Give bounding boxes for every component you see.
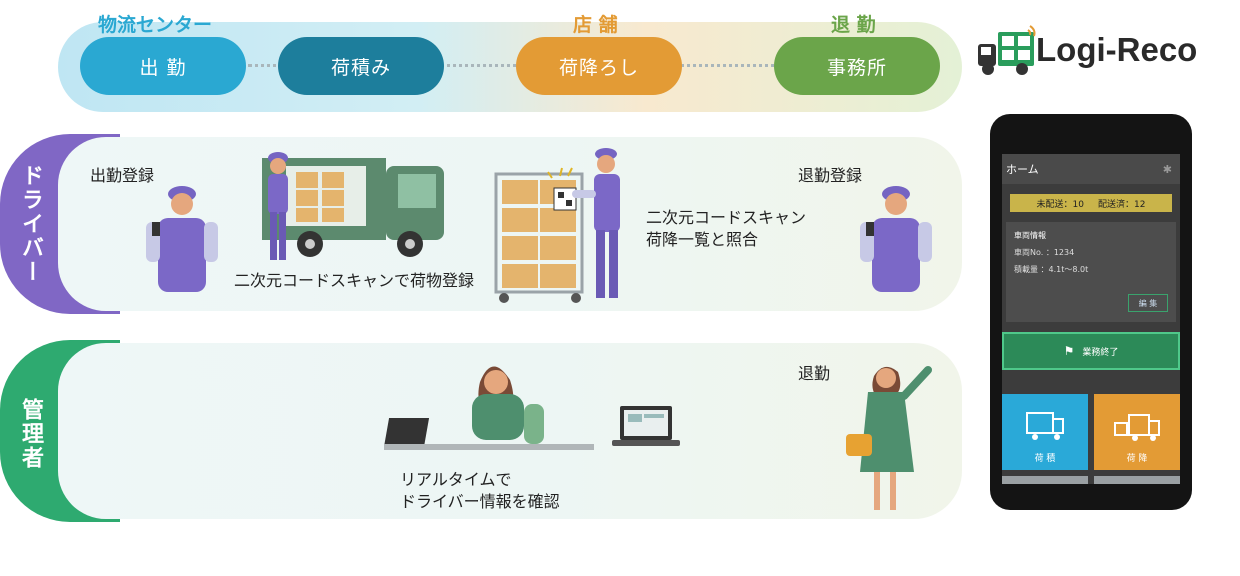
- step-clock-in: 出 勤: [80, 37, 246, 95]
- laptop-icon: [612, 406, 680, 446]
- driver-clock-out-label: 退勤登録: [798, 166, 863, 185]
- step-label: 荷降ろし: [558, 56, 639, 79]
- step-office: 事務所: [774, 37, 940, 95]
- workflow-bar: 出 勤 荷積み 荷降ろし 事務所 物流センター 店 舗 退 勤: [58, 14, 962, 112]
- vehicle-info-card: 車両情報 車両No. ：1234 積載量 ：4.1t～8.0t 編 集: [1006, 222, 1176, 322]
- driver-unload-line2: 荷降一覧と照合: [646, 230, 759, 249]
- phone-mockup: ホーム ✱ 未配送：10 配送済：12 車両情報 車両No. ：1234 積載量…: [990, 114, 1192, 510]
- load-tile-label: 荷 積: [1034, 454, 1056, 464]
- delivery-status-bar: 未配送：10 配送済：12: [1010, 194, 1172, 212]
- unload-tile-label: 荷 降: [1126, 454, 1148, 464]
- admin-monitor-line1: リアルタイムで: [400, 470, 512, 489]
- driver-clock-out-illustration: [860, 186, 932, 292]
- caption-clock-out: 退 勤: [831, 14, 876, 36]
- step-label: 出 勤: [139, 56, 187, 79]
- truck-unload-icon: [1114, 414, 1160, 441]
- finish-work-button[interactable]: ⚑ 業務終了: [1002, 332, 1180, 370]
- user-tile-button[interactable]: [1094, 476, 1180, 484]
- checkered-flag-icon: ⚑: [1063, 344, 1075, 358]
- logo-text: Logi-Reco: [1036, 31, 1198, 68]
- driver-load-caption: 二次元コードスキャンで荷物登録: [234, 271, 475, 290]
- cart-icon: [1026, 412, 1064, 440]
- admin-monitor-line2: ドライバー情報を確認: [400, 492, 560, 511]
- load-tile-button[interactable]: 荷 積: [1002, 394, 1088, 470]
- status-unsent: 未配送：10: [1036, 199, 1084, 210]
- transfer-tile-button[interactable]: [1002, 476, 1088, 484]
- admin-role-label: 管理者: [18, 398, 43, 470]
- app-header-title: ホーム: [1006, 163, 1039, 176]
- status-sent: 配送済：12: [1098, 199, 1146, 210]
- vehicle-number: 車両No. ：1234: [1014, 248, 1075, 257]
- step-loading: 荷積み: [278, 37, 444, 95]
- settings-icon[interactable]: ✱: [1162, 162, 1172, 176]
- edit-button[interactable]: 編 集: [1128, 294, 1168, 312]
- driver-role-label: ドライバー: [18, 164, 43, 284]
- cart-scan-illustration: [494, 148, 620, 303]
- finish-work-label: 業務終了: [1082, 347, 1119, 358]
- app-header: ホーム ✱: [1002, 154, 1180, 184]
- caption-store: 店 舗: [573, 14, 618, 36]
- driver-unload-line1: 二次元コードスキャン: [646, 208, 807, 227]
- step-label: 事務所: [826, 56, 887, 79]
- admin-leaving-illustration: [846, 366, 932, 510]
- vehicle-info-title: 車両情報: [1014, 231, 1046, 240]
- step-label: 荷積み: [330, 56, 391, 79]
- app-screen: ホーム ✱ 未配送：10 配送済：12 車両情報 車両No. ：1234 積載量…: [1002, 154, 1180, 484]
- truck-logo-icon: [978, 25, 1036, 75]
- admin-at-desk-illustration: [384, 366, 594, 450]
- logo: Logi-Reco: [972, 22, 1230, 78]
- driver-clock-in-label: 出勤登録: [90, 166, 155, 185]
- driver-with-phone-illustration: [146, 186, 218, 292]
- step-unloading: 荷降ろし: [516, 37, 682, 95]
- vehicle-load-capacity: 積載量 ：4.1t～8.0t: [1014, 265, 1089, 274]
- unload-tile-button[interactable]: 荷 降: [1094, 394, 1180, 470]
- truck-loading-illustration: [262, 152, 444, 260]
- caption-logistics-center: 物流センター: [98, 14, 213, 36]
- admin-clock-out-label: 退勤: [798, 364, 831, 383]
